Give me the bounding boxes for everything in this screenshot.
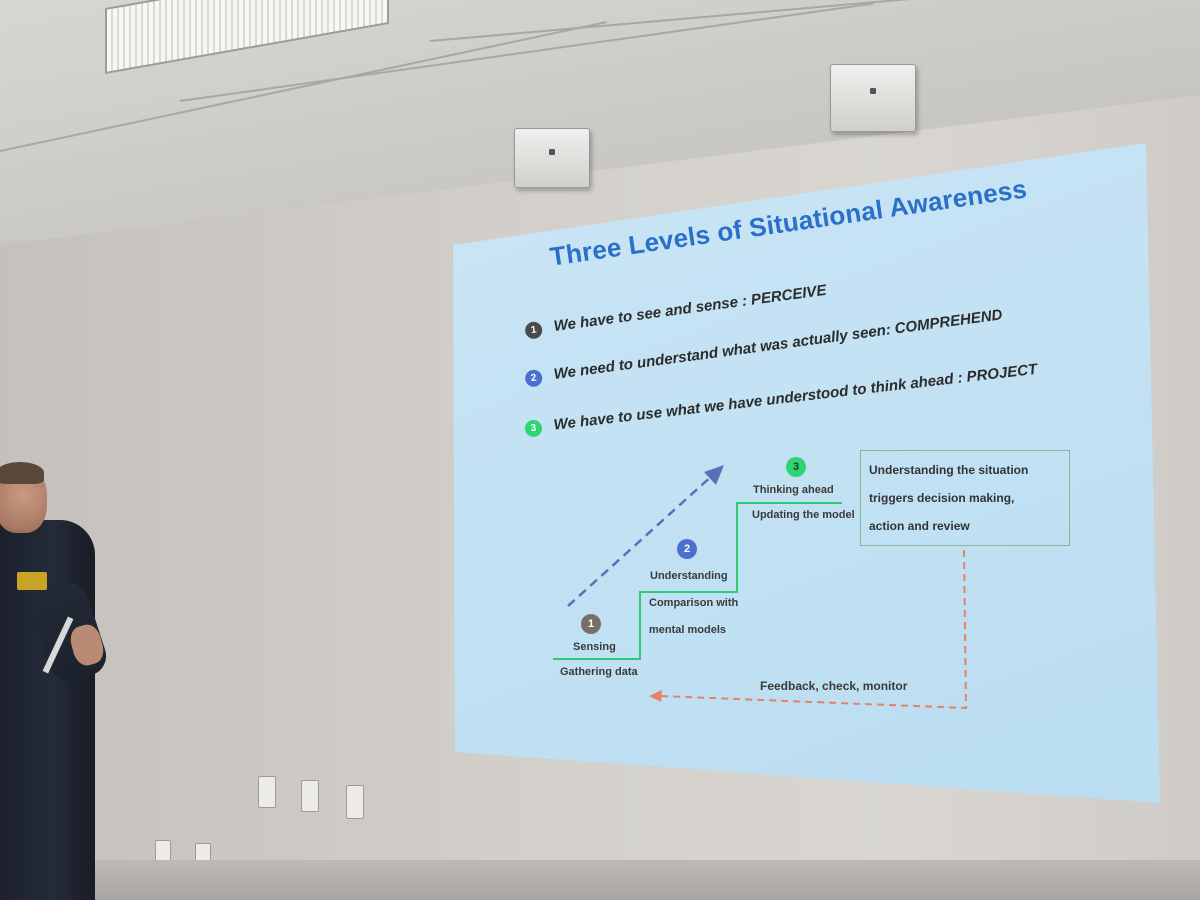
decision-box-line: Understanding the situation <box>869 463 1029 477</box>
step3-sublabel: Updating the model <box>752 509 855 521</box>
progress-arrow-line <box>567 473 715 607</box>
wall-outlet <box>301 780 319 812</box>
shirt-logo <box>17 572 47 590</box>
step2-badge: 2 <box>677 539 697 559</box>
decision-box: Understanding the situation triggers dec… <box>860 450 1070 546</box>
presenter-hair <box>0 462 44 484</box>
staircase-line <box>553 502 842 660</box>
step1-sublabel: Gathering data <box>560 666 638 678</box>
wall-outlet <box>346 785 364 819</box>
step2-sublabel-2: mental models <box>649 624 727 636</box>
feedback-arrow-line <box>659 549 968 710</box>
presenter-body <box>0 520 95 900</box>
feedback-label: Feedback, check, monitor <box>760 679 908 693</box>
step1-badge: 1 <box>581 614 601 634</box>
step3-label: Thinking ahead <box>753 484 834 496</box>
step1-label: Sensing <box>573 641 616 653</box>
step3-badge: 3 <box>786 457 806 477</box>
feedback-arrow-head <box>649 690 662 702</box>
step2-sublabel-1: Comparison with <box>649 597 739 609</box>
decision-box-line: action and review <box>869 519 970 533</box>
decision-box-line: triggers decision making, <box>869 491 1015 505</box>
wall-speaker-left <box>514 128 590 188</box>
wall-outlet <box>258 776 276 808</box>
wall-speaker-right <box>830 64 916 132</box>
progress-arrow-head <box>704 465 724 485</box>
floor-edge <box>0 860 1200 900</box>
step2-label: Understanding <box>650 570 728 582</box>
